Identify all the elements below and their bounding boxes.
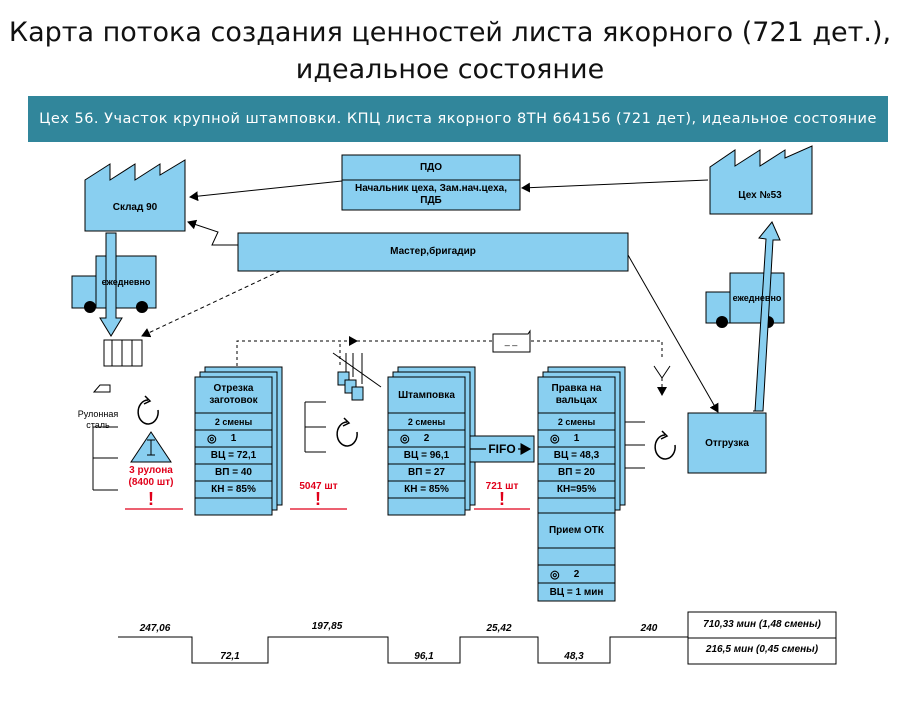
master-to-supermarket-line bbox=[141, 270, 281, 338]
warehouse-label: Склад 90 bbox=[112, 202, 158, 213]
svg-text:!: ! bbox=[499, 489, 505, 509]
process-2-operators: ◎ 2 bbox=[388, 430, 465, 447]
process-3-shifts: 2 смены bbox=[557, 416, 596, 427]
pdo-to-warehouse-line bbox=[189, 180, 343, 202]
timeline-wait-4: 240 bbox=[640, 623, 658, 634]
kanban-card-3 bbox=[351, 386, 364, 401]
shop53-label: Цех №53 bbox=[738, 190, 782, 201]
timeline-process-3: 48,3 bbox=[564, 651, 584, 662]
go-see-icon bbox=[653, 365, 671, 379]
operator-icon: ◎ bbox=[550, 568, 560, 581]
master-to-shipping-line bbox=[627, 254, 719, 413]
signal-kanban-icon bbox=[492, 329, 531, 353]
shop53-to-pdo-line bbox=[521, 179, 709, 193]
timeline-wait-3: 25,42 bbox=[486, 623, 512, 634]
operator-icon: ◎ bbox=[550, 433, 560, 445]
timeline-line bbox=[118, 636, 688, 664]
raw-material-icon bbox=[92, 384, 111, 393]
process-box-3 bbox=[537, 376, 616, 516]
master-to-warehouse-line bbox=[187, 219, 238, 246]
signal-box-label: _ _ bbox=[504, 336, 518, 346]
inventory-1-label: 3 рулона (8400 шт) bbox=[128, 465, 174, 488]
process-2-uptime: КН = 85% bbox=[404, 484, 449, 495]
process-3-name: Правка на вальцах bbox=[551, 383, 602, 406]
truck-right-label: ежедневно bbox=[732, 293, 782, 303]
cycle-icon-3 bbox=[654, 430, 676, 460]
shipment-arrow-down bbox=[99, 232, 123, 337]
kanban-card-1 bbox=[337, 371, 350, 386]
pdo-subtitle: Начальник цеха, Зам.нач.цеха, ПДБ bbox=[354, 183, 508, 206]
operator-icon: ◎ bbox=[400, 433, 410, 445]
process-2-co: ВП = 27 bbox=[408, 467, 445, 478]
cycle-icon-2 bbox=[336, 417, 358, 447]
process-2-ct: ВЦ = 96,1 bbox=[403, 450, 450, 461]
timeline-total-lead: 710,33 мин (1,48 смены) bbox=[703, 619, 821, 630]
process-3-operators-count: 1 bbox=[573, 433, 580, 444]
svg-text:!: ! bbox=[148, 489, 154, 509]
master-label: Мастер,бригадир bbox=[390, 246, 476, 257]
inventory-rack-2 bbox=[304, 401, 326, 453]
timeline-wait-2: 197,85 bbox=[311, 621, 343, 632]
shop53-icon bbox=[709, 145, 813, 215]
process-3-co: ВП = 20 bbox=[558, 467, 595, 478]
master-box bbox=[237, 232, 629, 272]
inventory-2-label: 5047 шт bbox=[299, 481, 338, 492]
pdo-box bbox=[341, 154, 521, 211]
shipment-arrow-up bbox=[753, 221, 781, 412]
truck-right-body bbox=[729, 272, 785, 324]
title-line-2: идеальное состояние bbox=[295, 54, 605, 85]
otk-ct: ВЦ = 1 мин bbox=[549, 586, 604, 598]
header-banner: Цех 56. Участок крупной штамповки. КПЦ л… bbox=[28, 96, 888, 142]
timeline-total-process: 216,5 мин (0,45 смены) bbox=[705, 644, 819, 655]
otk-name: Прием ОТК bbox=[548, 525, 605, 536]
process-1-shifts: 2 смены bbox=[214, 416, 253, 427]
process-3-uptime: КН=95% bbox=[556, 484, 597, 495]
truck-left-label: ежедневно bbox=[101, 277, 151, 287]
process-2-name: Штамповка bbox=[398, 389, 455, 401]
inventory-3-label: 721 шт bbox=[485, 481, 519, 492]
process-1-co: ВП = 40 bbox=[215, 467, 252, 478]
otk-box bbox=[537, 512, 616, 602]
process-box-1 bbox=[194, 376, 273, 516]
pdo-title: ПДО bbox=[419, 162, 443, 173]
otk-operators: ◎ 2 bbox=[538, 565, 615, 583]
svg-text:!: ! bbox=[315, 489, 321, 509]
inventory-rack-3 bbox=[624, 421, 645, 469]
process-1-name: Отрезка заготовок bbox=[209, 383, 258, 406]
timeline-process-2: 96,1 bbox=[414, 651, 434, 662]
shipping-box bbox=[687, 412, 767, 474]
page-title: Карта потока создания ценностей листа як… bbox=[0, 14, 900, 88]
process-2-shifts: 2 смены bbox=[407, 416, 446, 427]
process-1-operators-count: 1 bbox=[230, 433, 237, 444]
process-1-ct: ВЦ = 72,1 bbox=[210, 450, 257, 461]
process-1-uptime: КН = 85% bbox=[211, 484, 256, 495]
signal-line-cut bbox=[236, 336, 358, 366]
inventory-rack-1 bbox=[92, 426, 118, 491]
operator-icon: ◎ bbox=[207, 433, 217, 445]
raw-material-label: Рулонная сталь bbox=[77, 409, 119, 430]
supermarket-icon bbox=[103, 339, 143, 367]
timeline-wait-1: 247,06 bbox=[139, 623, 171, 634]
process-3-operators: ◎ 1 bbox=[538, 430, 615, 447]
process-1-operators: ◎ 1 bbox=[195, 430, 272, 447]
shipping-label: Отгрузка bbox=[705, 437, 749, 449]
fifo-label: FIFO bbox=[486, 440, 518, 458]
process-box-2 bbox=[387, 376, 466, 516]
warehouse-icon bbox=[84, 159, 186, 232]
cycle-icon-1 bbox=[137, 395, 159, 425]
process-3-ct: ВЦ = 48,3 bbox=[553, 450, 600, 461]
otk-operators-count: 2 bbox=[573, 568, 580, 580]
process-2-operators-count: 2 bbox=[423, 433, 430, 444]
timeline-process-1: 72,1 bbox=[220, 651, 240, 662]
title-line-1: Карта потока создания ценностей листа як… bbox=[8, 17, 892, 48]
